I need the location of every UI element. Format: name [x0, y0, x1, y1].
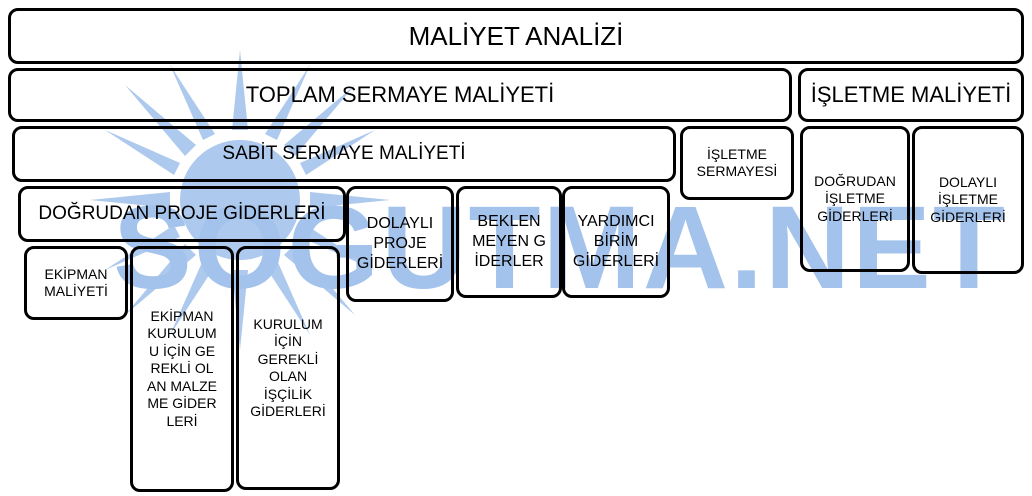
node-label: MALİYET ANALİZİ [408, 20, 624, 51]
node-label: DOĞRUDAN PROJE GİDERLERİ [38, 203, 326, 225]
node-toplam-sermaye: TOPLAM SERMAYE MALİYETİ [8, 68, 792, 122]
node-yardimci-birim: YARDIMCI BİRİM GİDERLERİ [562, 186, 670, 298]
node-label: BEKLENMEYEN GİDERLER [472, 213, 546, 270]
node-beklenmeyen: BEKLENMEYEN GİDERLER [456, 186, 562, 298]
node-label: EKİPMAN KURULUMU İÇİN GEREKLİ OLAN MALZE… [147, 307, 218, 429]
node-dolayli-proje: DOLAYLI PROJE GİDERLERİ [346, 186, 454, 302]
node-label: KURULUM İÇİN GEREKLİ OLAN İŞÇİLİK GİDERL… [250, 315, 326, 420]
node-label: DOLAYLI İŞLETME GİDERLERİ [930, 173, 1006, 225]
node-label: EKİPMAN MALİYETİ [44, 265, 108, 300]
node-isletme-maliyeti: İŞLETME MALİYETİ [798, 68, 1024, 122]
node-label: YARDIMCI BİRİM GİDERLERİ [572, 213, 660, 270]
node-label: DOLAYLI PROJE GİDERLERİ [356, 215, 444, 272]
node-label: İŞLETME MALİYETİ [810, 82, 1012, 108]
node-maliyet-analizi: MALİYET ANALİZİ [8, 8, 1024, 64]
node-sabit-sermaye: SABİT SERMAYE MALİYETİ [12, 126, 676, 182]
node-dolayli-isletme: DOLAYLI İŞLETME GİDERLERİ [912, 126, 1024, 274]
node-isletme-sermayesi: İŞLETME SERMAYESİ [680, 126, 794, 200]
node-dogrudan-proje: DOĞRUDAN PROJE GİDERLERİ [18, 186, 346, 242]
node-kurulum-iscilik: KURULUM İÇİN GEREKLİ OLAN İŞÇİLİK GİDERL… [236, 246, 340, 490]
node-label: SABİT SERMAYE MALİYETİ [222, 143, 466, 165]
node-ekipman-kurulum: EKİPMAN KURULUMU İÇİN GEREKLİ OLAN MALZE… [130, 246, 234, 492]
node-dogrudan-isletme: DOĞRUDAN İŞLETME GİDERLERİ [800, 126, 910, 272]
node-ekipman-maliyeti: EKİPMAN MALİYETİ [24, 246, 128, 320]
node-label: TOPLAM SERMAYE MALİYETİ [245, 82, 555, 108]
node-label: İŞLETME SERMAYESİ [696, 145, 778, 180]
node-label: DOĞRUDAN İŞLETME GİDERLERİ [814, 172, 896, 224]
